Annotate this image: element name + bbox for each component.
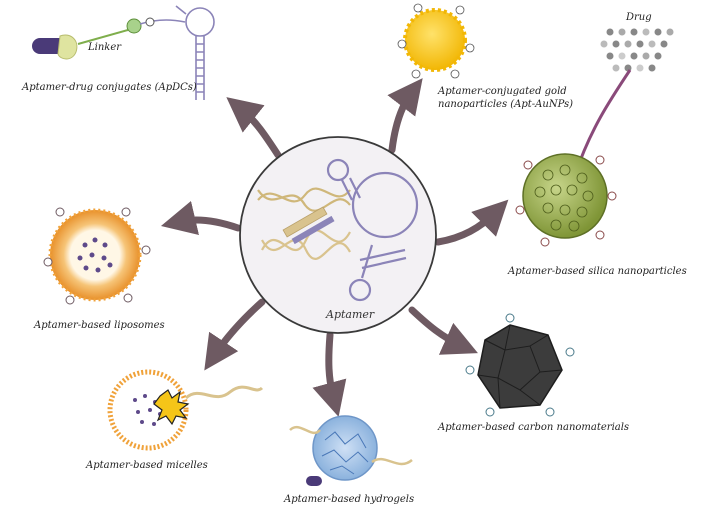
label-apdc: Aptamer-drug conjugates (ApDCs) [22,82,197,93]
label-carbon: Aptamer-based carbon nanomaterials [438,422,630,433]
linker-node-icon [126,18,142,34]
gold-sphere [403,8,467,72]
micelle [107,369,264,451]
label-gold-line1: Aptamer-conjugated gold [438,86,567,97]
silica-pores [534,164,594,232]
hydrogel [289,415,413,486]
carbon-polyhedron [477,324,563,409]
hydrogel-sphere [312,415,378,481]
label-silica: Aptamer-based silica nanoparticles [508,266,687,277]
apdc-illustration [32,5,215,100]
drug-particles [600,28,674,72]
aptamer-hairpin-icon [326,158,419,302]
silica-nanoparticle [515,153,617,247]
gold-nanoparticle [397,3,475,79]
arrow-to-liposomes [160,200,242,236]
liposome-bilayer [48,208,142,302]
arrow-to-carbon [408,306,478,355]
hydrogel-network-icon [321,431,369,475]
label-drug: Drug [626,12,652,23]
hydrogel-helix-right [371,457,413,466]
label-micelles: Aptamer-based micelles [86,460,208,471]
hydrogel-helix-left [289,425,321,435]
aptamer-comb-icon [282,206,335,245]
carbon-aptamer-caps [465,313,575,417]
center-aptamer: Aptamer [239,136,437,334]
dna-helix-icon [257,187,351,260]
linker-line [77,29,129,45]
micelle-helix-icon [184,385,264,400]
arrow-to-hydrogels [312,331,347,417]
label-liposomes: Aptamer-based liposomes [34,320,165,331]
label-hydrogels: Aptamer-based hydrogels [284,494,415,505]
silica-aptamer-caps [515,155,617,247]
center-label: Aptamer [325,308,375,321]
liposome-aptamer-caps [43,207,151,305]
label-linker: Linker [88,42,122,53]
arrow-to-gold [387,78,423,154]
label-gold-line2: nanoparticles (Apt-AuNPs) [438,99,574,110]
silica-sphere [522,153,608,239]
apdc-end-cap [145,17,155,27]
arrows [160,78,509,417]
arrow-to-micelles [204,298,266,371]
arrow-to-silica [434,199,509,246]
linker-cup-icon [57,34,78,60]
apdc-aptamer-icon [139,5,215,100]
arrow-to-apdc [226,97,282,159]
hydrogel-drug-capsule-icon [306,476,322,486]
liposome-sphere [50,210,140,300]
carbon-nanomaterial [465,313,575,417]
micelle-burst-icon [153,389,190,426]
carbon-facets [477,324,563,409]
center-circle [239,136,437,334]
liposome-drug-dots [77,237,113,273]
gold-aptamer-caps [397,3,475,79]
liposome [43,207,151,305]
